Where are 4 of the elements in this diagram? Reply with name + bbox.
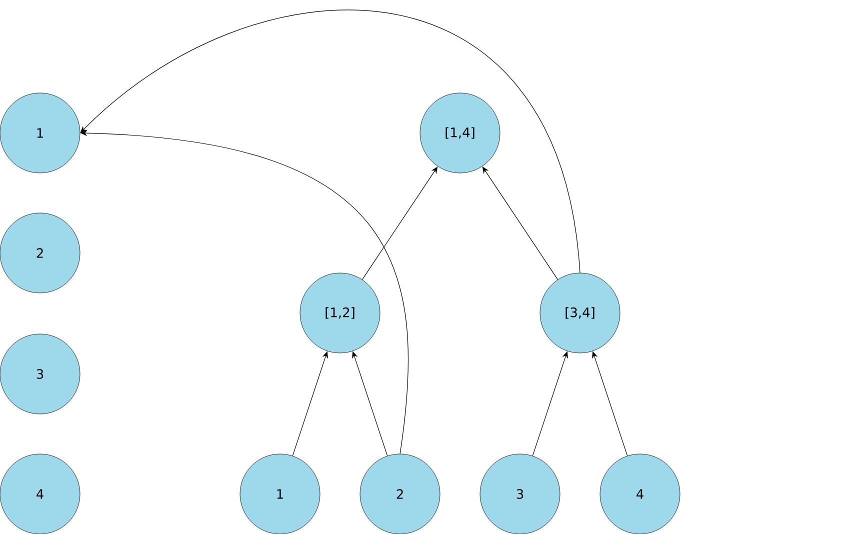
circle-node: [1,2] (300, 272, 380, 354)
circle-node: [3,4] (540, 272, 620, 354)
arrow (80, 10, 580, 274)
circle-node: [1,4] (420, 92, 500, 174)
